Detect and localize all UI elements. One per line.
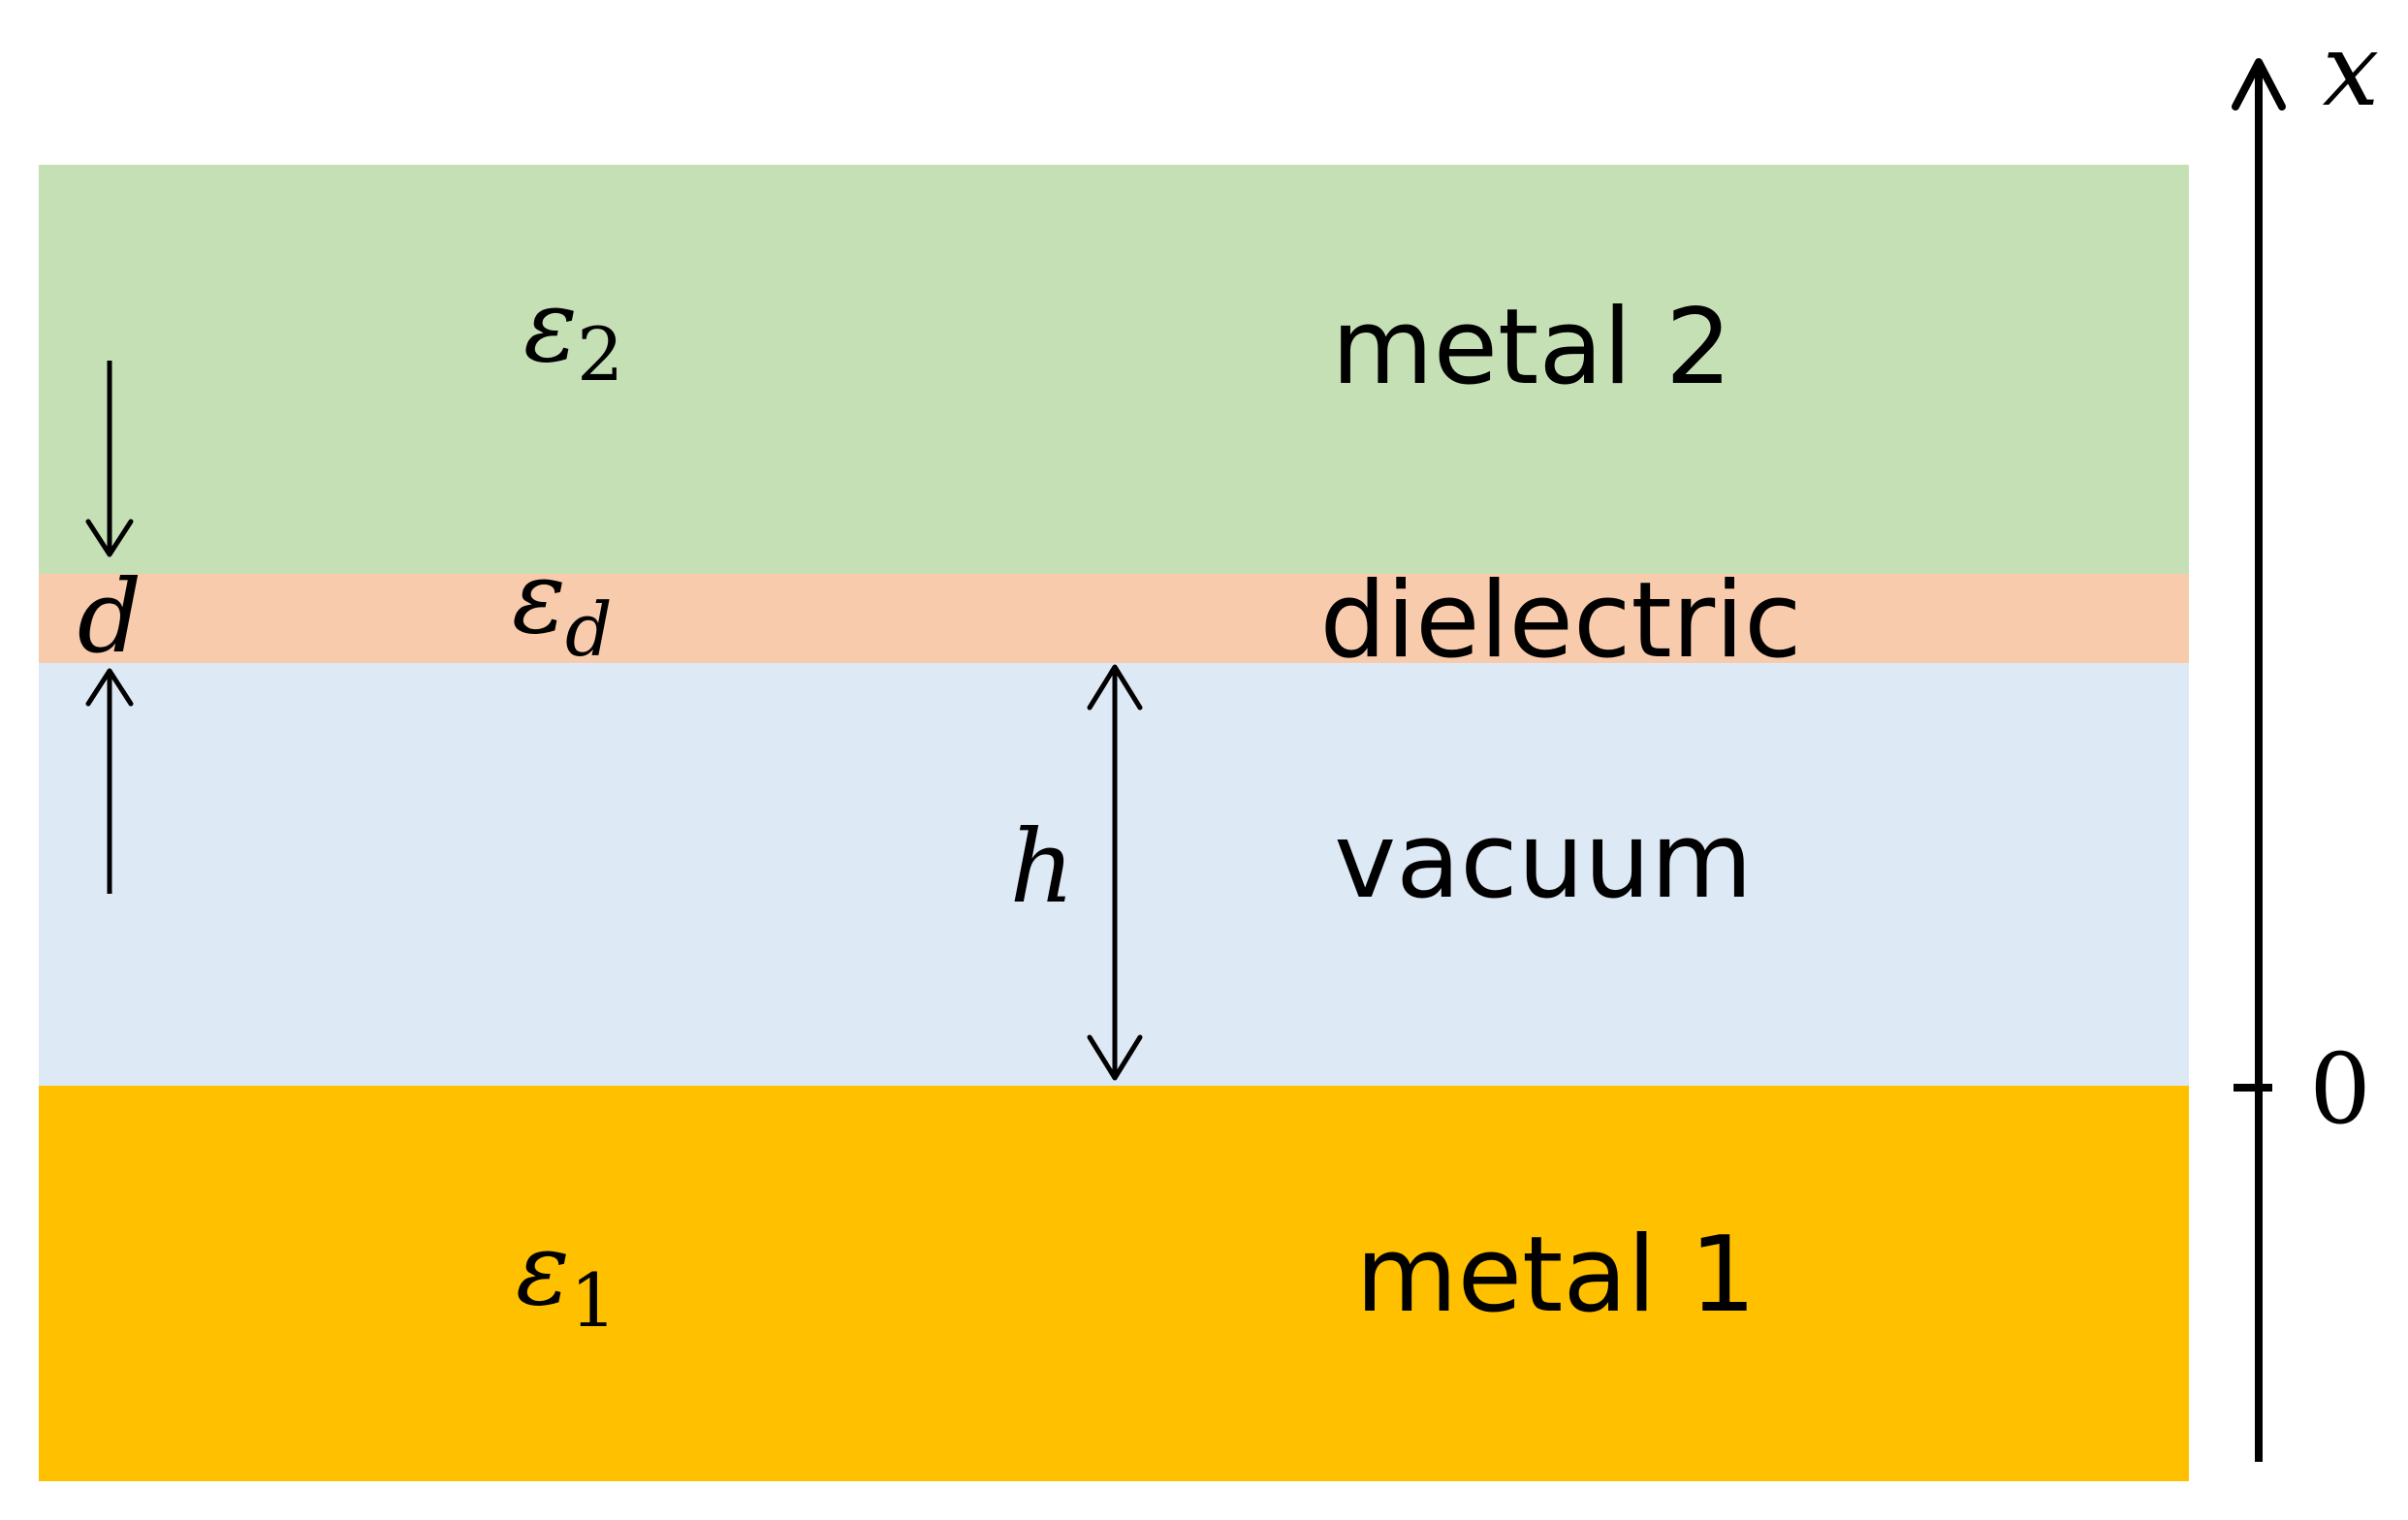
metal2-label: metal 2 bbox=[1331, 287, 1731, 408]
gap-h-label: h bbox=[1010, 808, 1075, 926]
epsilon1-symbol: ε 1 bbox=[516, 1210, 617, 1344]
epsilon2-subscript: 2 bbox=[577, 311, 623, 397]
thickness-d-indicator: d bbox=[78, 361, 143, 894]
epsilond-symbol: ε d bbox=[512, 538, 613, 673]
epsilon1-base: ε bbox=[516, 1210, 570, 1328]
vacuum-label: vacuum bbox=[1334, 801, 1753, 922]
layer-stack bbox=[39, 165, 2189, 1481]
gap-arrow-head-bottom bbox=[1087, 1034, 1143, 1081]
epsilond-base: ε bbox=[512, 538, 566, 656]
thickness-d-label: d bbox=[78, 557, 143, 676]
x-axis-arrowhead bbox=[2232, 58, 2286, 111]
metal1-layer bbox=[39, 1086, 2189, 1481]
x-axis-label: x bbox=[2323, 11, 2380, 129]
thickness-top-arrow-head bbox=[85, 519, 134, 557]
thickness-bottom-arrow-head bbox=[85, 668, 134, 707]
x-axis: x 0 bbox=[2232, 11, 2380, 1462]
epsilon2-symbol: ε 2 bbox=[523, 267, 623, 397]
epsilond-subscript: d bbox=[565, 586, 613, 673]
epsilon2-base: ε bbox=[523, 267, 578, 385]
gap-arrow-head-top bbox=[1087, 664, 1143, 711]
epsilon1-subscript: 1 bbox=[570, 1257, 617, 1344]
dielectric-layer bbox=[39, 574, 2189, 663]
metal2-layer bbox=[39, 165, 2189, 574]
metal1-label: metal 1 bbox=[1355, 1215, 1756, 1336]
gap-h-indicator: h bbox=[1010, 664, 1143, 1081]
dielectric-label: dielectric bbox=[1320, 560, 1802, 681]
x-axis-origin-label: 0 bbox=[2309, 1032, 2371, 1146]
